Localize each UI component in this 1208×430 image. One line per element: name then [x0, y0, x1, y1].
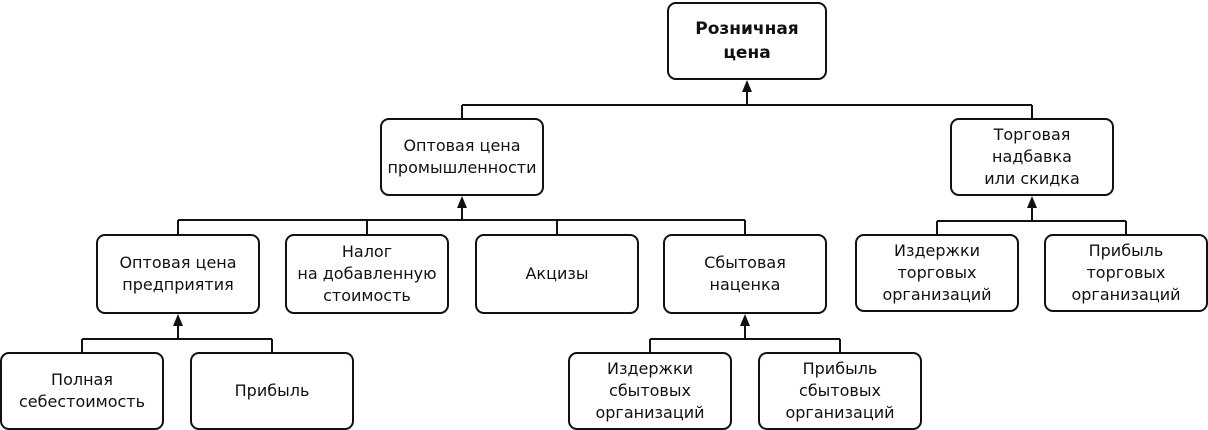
arrowhead: [742, 80, 752, 92]
node-sales-markup: Сбытовая наценка: [663, 234, 827, 314]
arrowhead: [457, 196, 467, 208]
node-trade-profit: Прибыль торговых организаций: [1044, 234, 1208, 312]
arrowhead: [1027, 196, 1037, 208]
node-full-cost: Полная себестоимость: [0, 352, 164, 430]
node-trade-markup: Торговая надбавка или скидка: [950, 118, 1114, 196]
node-excise: Акцизы: [475, 234, 639, 314]
arrowhead: [173, 314, 183, 326]
node-wholesale-price-enterprise: Оптовая цена предприятия: [96, 234, 260, 314]
node-sales-costs: Издержки сбытовых организаций: [568, 352, 732, 430]
arrowhead: [740, 314, 750, 326]
node-sales-profit: Прибыль сбытовых организаций: [758, 352, 922, 430]
node-trade-costs: Издержки торговых организаций: [855, 234, 1019, 312]
node-profit: Прибыль: [190, 352, 354, 430]
node-wholesale-price-industry: Оптовая цена промышленности: [380, 118, 544, 196]
node-retail-price: Розничная цена: [667, 2, 827, 80]
node-vat: Налог на добавленную стоимость: [285, 234, 449, 314]
